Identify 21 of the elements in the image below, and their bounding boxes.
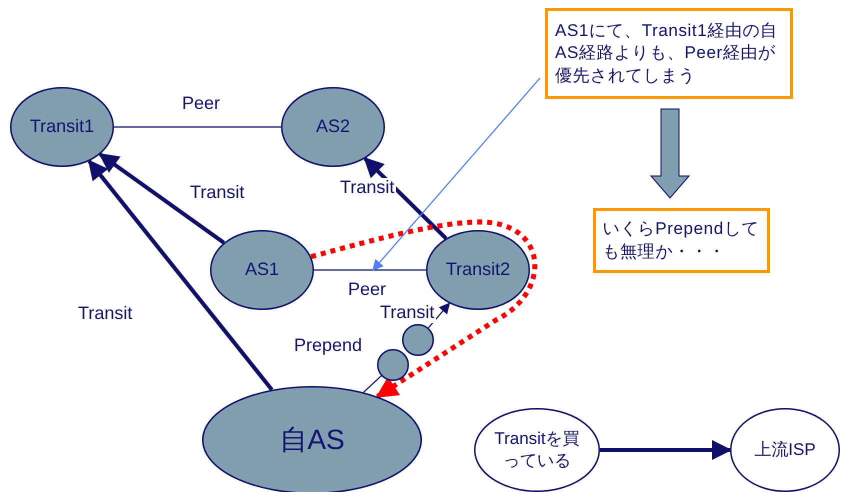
arrow	[428, 302, 450, 328]
connector-line	[363, 375, 382, 393]
dotted-arrow	[310, 220, 537, 399]
arrow	[88, 160, 274, 391]
callout-box: AS1にて、Transit1経由の自AS経路よりも、Peer経由が優先されてしまう	[545, 8, 793, 99]
ellipse-node: AS2	[281, 87, 385, 167]
ellipse-node: Transit1	[10, 87, 114, 167]
ellipse-node: AS1	[210, 230, 314, 310]
leader-line	[372, 78, 540, 271]
note-box: いくらPrependしても無理か・・・	[593, 208, 770, 273]
arrow	[600, 440, 732, 460]
ellipse-node: 上流ISP	[730, 408, 840, 492]
prepend-circle	[402, 324, 434, 356]
connector-line	[114, 126, 281, 128]
block-arrow	[650, 108, 690, 199]
ellipse-node: Transitを買っている	[474, 408, 600, 492]
connector-line	[314, 269, 426, 271]
arrow	[364, 157, 448, 240]
edge-label: Transit	[378, 303, 436, 323]
prepend-circle	[377, 349, 409, 381]
arrow	[98, 152, 226, 244]
